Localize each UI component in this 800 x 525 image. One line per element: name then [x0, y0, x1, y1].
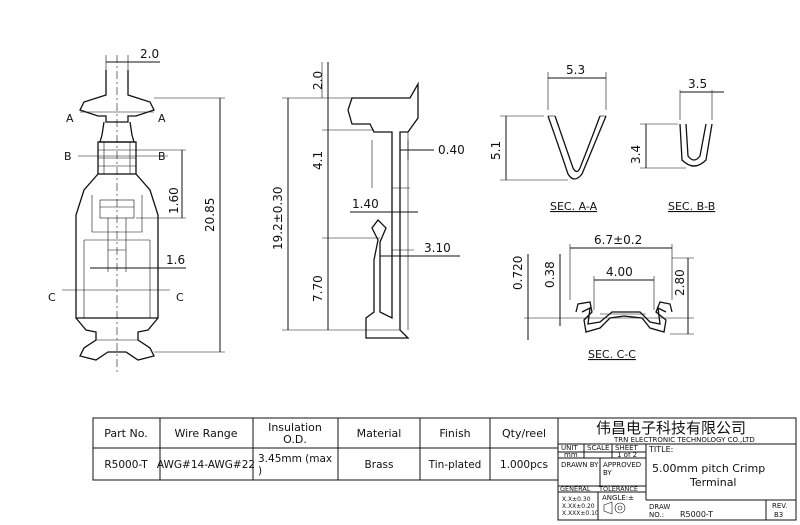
side-dim-d: 0.40: [438, 143, 465, 157]
th-part-no: Part No.: [104, 427, 147, 440]
tb-drawn-by: DRAWN BY: [561, 461, 599, 469]
tb-draw-no-l1: DRAW: [649, 503, 670, 511]
title-block: 伟昌电子科技有限公司 TRN ELECTRONIC TECHNOLOGY CO.…: [557, 417, 797, 521]
sec-c-right: C: [176, 291, 184, 304]
front-dim-height: 20.85: [203, 198, 217, 232]
sec-cc-height-left: 0.720: [511, 256, 525, 290]
th-insulation-l2: O.D.: [283, 433, 307, 446]
td-wire-range: AWG#14-AWG#22: [157, 459, 255, 471]
tb-title-l1: 5.00mm pitch Crimp: [652, 462, 765, 475]
sec-aa-height: 5.1: [489, 141, 503, 160]
sec-cc-label: SEC. C-C: [588, 348, 636, 361]
tb-title-label: TITLE:: [648, 445, 673, 454]
th-insulation-l1: Insulation: [268, 421, 322, 434]
tb-rev: REV.: [772, 502, 787, 510]
sec-aa-label: SEC. A-A: [550, 200, 598, 213]
side-dim-total: 19.2±0.30: [271, 187, 285, 251]
tb-tolerance: TOLERANCE: [598, 485, 638, 493]
sec-a-right: A: [158, 112, 166, 125]
tb-tol-1: X.X±0.30: [562, 496, 591, 503]
sec-b-left: B: [64, 150, 72, 163]
front-dim-width: 1.6: [166, 253, 185, 267]
sec-b-right: B: [158, 150, 166, 163]
company-en: TRN ELECTRONIC TECHNOLOGY CO.,LTD: [613, 436, 755, 444]
td-material: Brass: [365, 459, 394, 471]
sec-bb-label: SEC. B-B: [668, 200, 715, 213]
td-insulation-l2: ): [258, 465, 262, 477]
tb-angle: ANGLE:±: [602, 494, 634, 502]
th-qty: Qty/reel: [502, 427, 546, 440]
section-b-b: 3.5 3.4 SEC. B-B: [629, 77, 724, 213]
side-view: 19.2±0.30 2.0 4.1 7.70 0.40 1.40 3.10: [271, 62, 465, 339]
spec-table: Part No. Wire Range Insulation O.D. Mate…: [92, 417, 559, 481]
sec-c-left: C: [48, 291, 56, 304]
th-material: Material: [357, 427, 402, 440]
tb-draw-no-l2: NO.:: [649, 511, 664, 519]
tb-approved-l1: APPROVED: [603, 461, 641, 469]
tb-sheet-val: 1 of 2: [617, 451, 637, 459]
tb-general: GENERAL: [560, 485, 591, 493]
sec-aa-width: 5.3: [566, 63, 585, 77]
th-finish: Finish: [439, 427, 470, 440]
tb-unit-val: mm: [564, 451, 578, 459]
company-cn: 伟昌电子科技有限公司: [596, 419, 746, 437]
side-dim-c: 7.70: [311, 275, 325, 302]
front-dim-mid: 1.60: [167, 187, 181, 214]
th-wire-range: Wire Range: [174, 427, 237, 440]
side-dim-e: 1.40: [352, 197, 379, 211]
tb-tol-3: X.XXX±0.10: [562, 510, 599, 517]
tb-scale: SCALE: [587, 444, 609, 452]
front-dim-top: 2.0: [140, 47, 159, 61]
tb-sheet: SHEET: [615, 444, 639, 452]
sec-cc-width-inner: 4.00: [606, 265, 633, 279]
front-view: 2.0 20.85 1.60 1.6 A A B B C C: [48, 47, 225, 372]
td-finish: Tin-plated: [428, 459, 482, 471]
sec-cc-width-outer: 6.7±0.2: [594, 233, 642, 247]
sec-bb-width: 3.5: [688, 77, 707, 91]
td-part-no: R5000-T: [104, 459, 148, 471]
side-dim-f: 3.10: [424, 241, 451, 255]
sec-a-left: A: [66, 112, 74, 125]
side-dim-a: 2.0: [311, 71, 325, 90]
sec-cc-height-right: 2.80: [673, 269, 687, 296]
tb-approved-l2: BY: [603, 469, 612, 477]
projection-symbol-icon: [603, 501, 626, 515]
section-a-a: 5.3 5.1 SEC. A-A: [489, 63, 607, 213]
section-c-c: 6.7±0.2 4.00 0.720 0.38 2.80 SEC. C-C: [511, 233, 694, 361]
td-insulation-l1: 3.45mm (max: [258, 453, 332, 465]
sec-cc-height-mid: 0.38: [543, 261, 557, 288]
td-qty: 1.000pcs: [500, 459, 548, 471]
tb-rev-val: B3: [774, 511, 783, 519]
sec-bb-height: 3.4: [629, 145, 643, 164]
tb-unit: UNIT: [561, 444, 578, 452]
tb-tol-2: X.XX±0.20: [562, 503, 595, 510]
tb-draw-no-val: R5000-T: [680, 510, 713, 519]
tb-title-l2: Terminal: [689, 476, 737, 489]
side-dim-b: 4.1: [311, 151, 325, 170]
